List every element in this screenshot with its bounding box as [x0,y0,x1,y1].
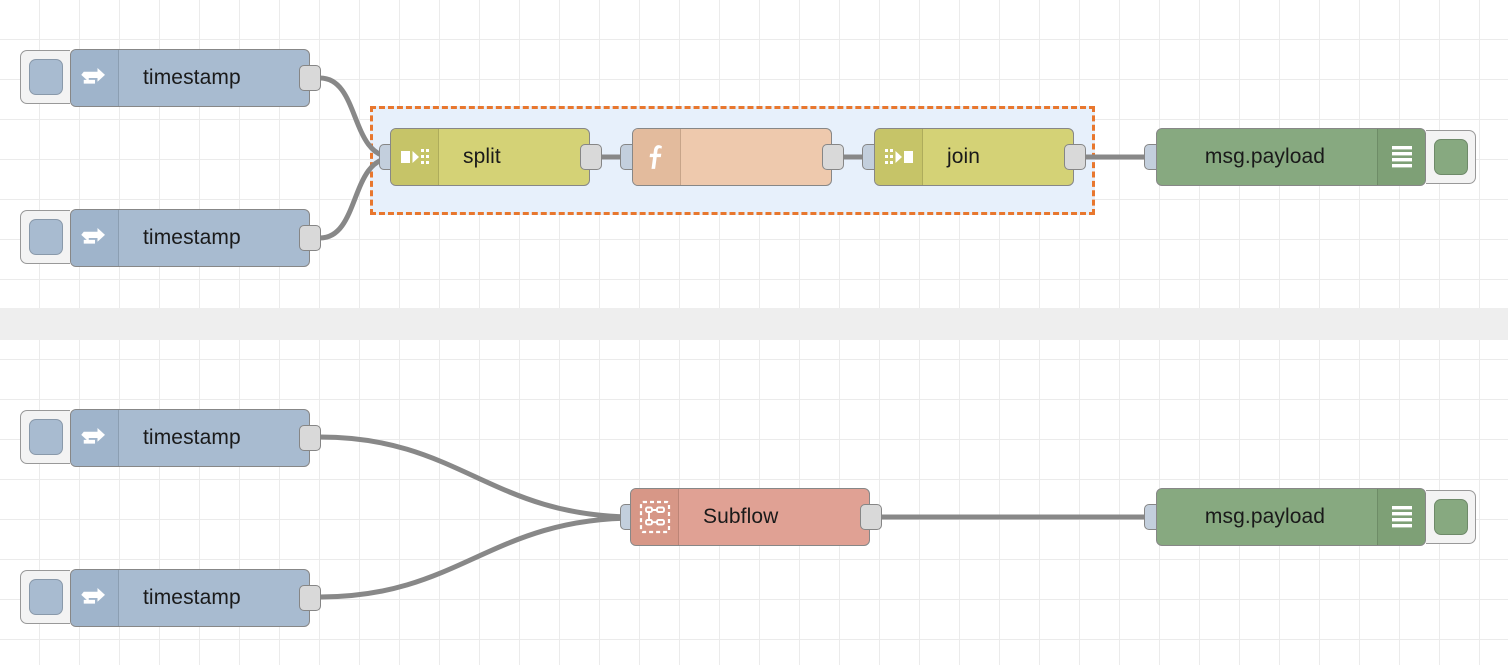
arrow-right-icon [71,210,119,266]
node-label-split: split [463,145,501,168]
split-icon [391,129,439,185]
node-debug-2[interactable]: msg.payload [1156,488,1426,546]
inject-button-swatch [28,219,63,255]
arrow-right-icon [71,50,119,106]
inject-button-3[interactable] [20,410,70,464]
debug-lines-icon [1377,129,1425,185]
node-join[interactable]: join [874,128,1074,186]
function-icon [633,129,681,185]
port-out-inject-1[interactable] [299,65,321,91]
debug-toggle-button-2[interactable] [1426,490,1476,544]
node-label-join: join [947,145,981,168]
node-inject-4[interactable]: timestamp [70,569,310,627]
node-label-debug-2: msg.payload [1204,505,1326,528]
port-out-inject-3[interactable] [299,425,321,451]
node-split[interactable]: split [390,128,590,186]
node-subflow[interactable]: Subflow [630,488,870,546]
node-label-inject-1: timestamp [143,66,241,89]
inject-button-4[interactable] [20,570,70,624]
inject-button-1[interactable] [20,50,70,104]
inject-button-2[interactable] [20,210,70,264]
node-label-inject-4: timestamp [143,586,241,609]
arrow-right-icon [71,570,119,626]
join-icon [875,129,923,185]
subflow-icon [631,489,679,545]
node-inject-1[interactable]: timestamp [70,49,310,107]
inject-button-swatch [28,579,63,615]
port-out-split[interactable] [580,144,602,170]
node-inject-2[interactable]: timestamp [70,209,310,267]
debug-lines-icon [1377,489,1425,545]
node-label-debug-1: msg.payload [1204,145,1326,168]
node-label-function [681,129,705,185]
inject-button-swatch [28,419,63,455]
node-function[interactable] [632,128,832,186]
port-out-join[interactable] [1064,144,1086,170]
node-debug-1[interactable]: msg.payload [1156,128,1426,186]
port-out-function[interactable] [822,144,844,170]
debug-toggle-button-1[interactable] [1426,130,1476,184]
debug-toggle-swatch [1433,499,1468,535]
port-out-subflow[interactable] [860,504,882,530]
node-label-inject-2: timestamp [143,226,241,249]
node-inject-3[interactable]: timestamp [70,409,310,467]
node-label-subflow: Subflow [703,505,779,528]
flow-separator-band [0,308,1508,340]
port-out-inject-2[interactable] [299,225,321,251]
arrow-right-icon [71,410,119,466]
inject-button-swatch [28,59,63,95]
debug-toggle-swatch [1433,139,1468,175]
port-out-inject-4[interactable] [299,585,321,611]
node-label-inject-3: timestamp [143,426,241,449]
